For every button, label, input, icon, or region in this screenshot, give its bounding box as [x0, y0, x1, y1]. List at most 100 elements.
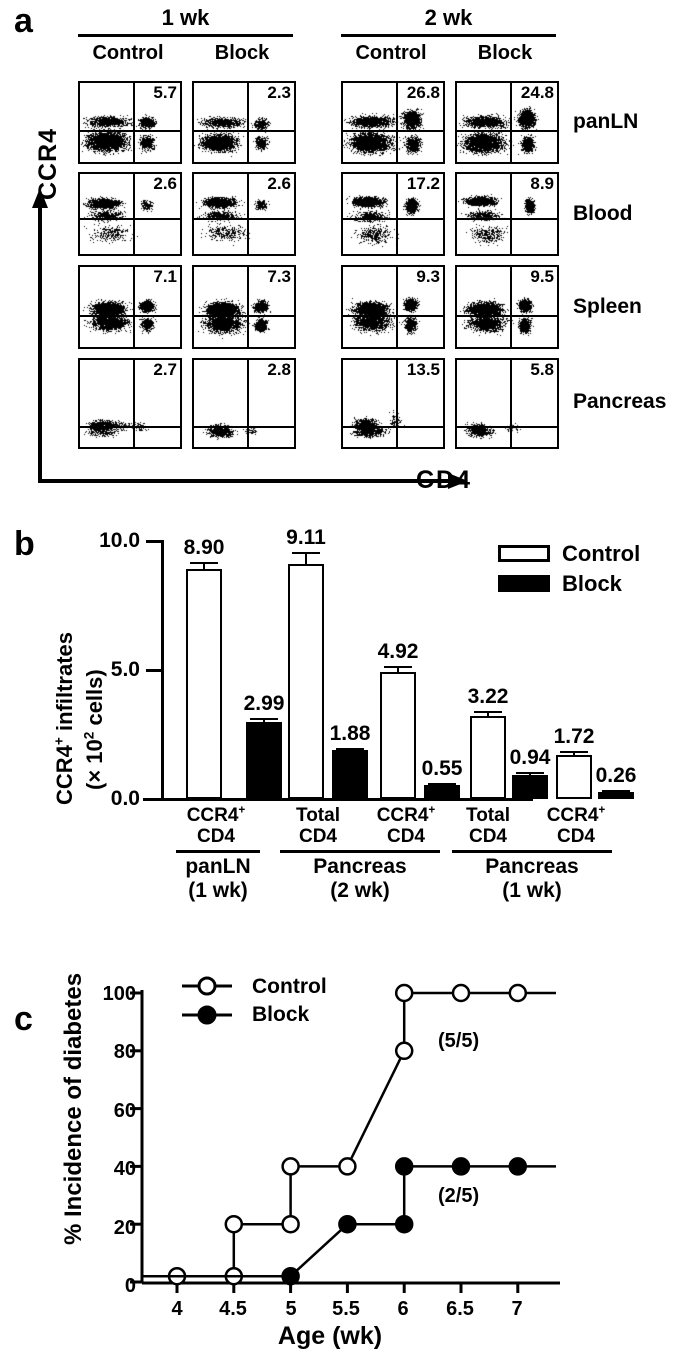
bar-control-2	[380, 672, 416, 799]
group-header-2wk: 2 wk	[424, 5, 473, 30]
group-header-1wk: 1 wk	[161, 5, 210, 30]
quadrant-horizontal-line	[80, 218, 180, 220]
panel-a-flow-cytometry: a 1 wk 2 wk Control Block Control Block …	[0, 0, 700, 510]
bar-block-3	[512, 774, 548, 799]
flow-plot-dots	[80, 360, 176, 443]
bar-value-control-1: 9.11	[286, 526, 326, 550]
bar-value-control-4: 1.72	[553, 725, 595, 748]
panel-c-xtick-4: 4	[171, 1298, 183, 1320]
xcat-3: Total CD4	[438, 805, 538, 847]
flow-plot-percentage: 2.7	[153, 360, 177, 379]
panel-b-ytick-5	[146, 669, 164, 672]
data-point-block	[394, 1157, 414, 1176]
data-point-control	[508, 983, 528, 1003]
error-cap-control-0	[190, 562, 218, 565]
flow-plot-percentage: 13.5	[406, 360, 440, 379]
flow-plot-panln-1: 2.3	[192, 81, 296, 164]
quadrant-vertical-line	[133, 174, 135, 254]
flow-plot-percentage: 8.9	[530, 174, 554, 193]
quadrant-vertical-line	[396, 267, 398, 347]
xcat-1: Total CD4	[268, 805, 368, 847]
xcat-3-line1: Total	[466, 805, 510, 826]
flow-plot-blood-3: 8.9	[455, 172, 559, 256]
row-label-spleen: Spleen	[573, 295, 642, 318]
legend-swatch-block	[498, 575, 550, 592]
xcat-2-sup: +	[428, 803, 436, 817]
panel-b-ylabel-5: 5.0	[110, 658, 140, 681]
data-point-block	[281, 1266, 300, 1286]
panel-c-xtick-5: 5	[285, 1298, 297, 1320]
row-label-pancreas: Pancreas	[573, 390, 667, 413]
flow-plot-spleen-3: 9.5	[455, 265, 559, 349]
flow-plot-percentage: 26.8	[406, 83, 440, 102]
data-point-block	[508, 1157, 528, 1176]
flow-plot-percentage: 2.8	[267, 360, 291, 379]
flow-plot-panln-0: 5.7	[78, 81, 182, 164]
panel-c-xtick-4p5: 4.5	[219, 1298, 247, 1320]
flow-plot-dots	[194, 174, 290, 250]
data-point-control	[451, 983, 471, 1003]
flow-plot-dots	[194, 267, 290, 343]
quadrant-horizontal-line	[343, 315, 443, 317]
flow-plot-blood-2: 17.2	[341, 172, 445, 256]
panel-b-y-axis-label-line2: (× 102 cells)	[82, 669, 108, 790]
group-label-pancreas1wk-sub: (1 wk)	[502, 879, 562, 902]
panel-c-ytick-60: 60	[113, 1100, 136, 1122]
panel-c-incidence-chart: c % Incidence of diabetes 100 80 60 40 2…	[0, 890, 700, 1350]
quadrant-horizontal-line	[457, 130, 557, 132]
quadrant-horizontal-line	[343, 426, 443, 428]
panel-c-annotation-control: (5/5)	[438, 1030, 480, 1052]
ylab-ccr4: CCR4	[52, 745, 77, 805]
bar-value-block-0: 2.99	[243, 691, 285, 715]
quadrant-vertical-line	[396, 83, 398, 162]
flow-plot-dots	[80, 174, 176, 250]
panel-b-ylabel-0: 0.0	[110, 787, 140, 810]
xcat-0: CCR4+ CD4	[158, 804, 274, 847]
bar-value-block-4: 0.26	[595, 764, 637, 788]
flow-plot-percentage: 9.3	[416, 267, 440, 286]
column-header-2: Block	[214, 42, 270, 64]
data-point-block	[394, 1214, 414, 1234]
error-cap-block-2	[428, 783, 456, 785]
panel-c-xtick-6p5: 6.5	[446, 1298, 474, 1320]
quadrant-horizontal-line	[80, 426, 180, 428]
bar-block-4	[598, 792, 634, 799]
ylab-exp: 2	[81, 731, 97, 740]
bar-block-2	[424, 784, 460, 799]
flow-plot-blood-1: 2.6	[192, 172, 296, 256]
group-label-pancreas1wk: Pancreas (1 wk)	[452, 855, 612, 903]
bar-control-1	[288, 563, 324, 799]
panel-c-legend-label-block: Block	[252, 1003, 310, 1026]
flow-plot-dots	[457, 267, 553, 343]
quadrant-vertical-line	[133, 267, 135, 347]
flow-plot-blood-0: 2.6	[78, 172, 182, 256]
quadrant-vertical-line	[396, 360, 398, 447]
bar-value-control-0: 8.90	[183, 536, 225, 560]
ccr4-axis-arrow	[32, 188, 48, 474]
xcat-4-line1: CCR4	[546, 805, 599, 826]
quadrant-horizontal-line	[343, 218, 443, 220]
quadrant-horizontal-line	[194, 426, 294, 428]
flow-plot-dots	[457, 360, 553, 443]
error-bar-control-2	[397, 665, 399, 673]
panel-c-letter: c	[14, 1000, 33, 1038]
step-horizontal-Control	[346, 1050, 406, 1167]
quadrant-vertical-line	[247, 360, 249, 447]
flow-plot-spleen-0: 7.1	[78, 265, 182, 349]
cd4-axis-arrow	[38, 465, 468, 489]
ylab-infiltrates: infiltrates	[52, 631, 77, 738]
error-cap-block-0	[250, 717, 278, 720]
error-bar-control-0	[203, 562, 205, 570]
group-label-panln: panLN (1 wk)	[160, 855, 276, 903]
quadrant-vertical-line	[133, 360, 135, 447]
error-bar-control-3	[487, 711, 489, 716]
group-label-pancreas1wk-text: Pancreas	[485, 855, 579, 878]
group-label-panln-text: panLN	[185, 855, 251, 878]
group-rule-panln	[176, 850, 260, 853]
flow-plot-dots	[343, 174, 439, 250]
column-header-4: Block	[477, 42, 533, 64]
panel-c-svg	[130, 983, 560, 1293]
panel-c-xtick-6: 6	[397, 1298, 409, 1320]
error-cap-block-4	[602, 790, 630, 793]
legend-label-block: Block	[562, 571, 622, 596]
